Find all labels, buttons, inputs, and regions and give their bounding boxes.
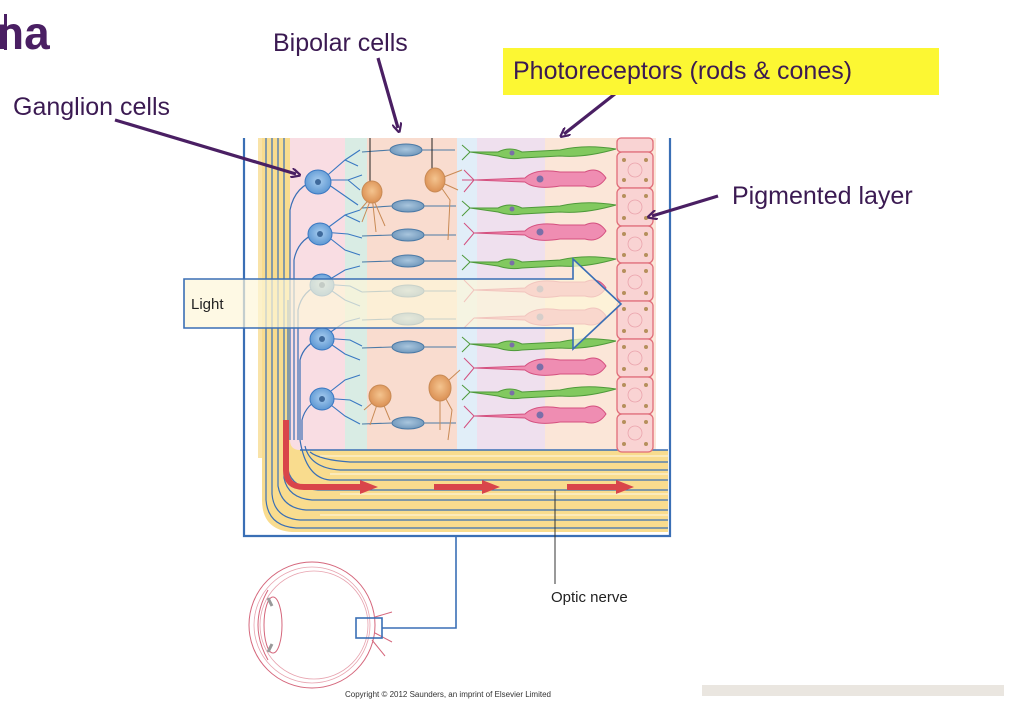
- diagram-frame: [242, 138, 672, 538]
- pigment-granules: [622, 158, 648, 446]
- light-arrow: [183, 257, 623, 351]
- eye-diagram: [248, 536, 457, 689]
- label-photoreceptors-highlight: Photoreceptors (rods & cones): [503, 48, 939, 95]
- title-edge: [4, 14, 7, 50]
- label-pigmented-layer: Pigmented layer: [732, 182, 913, 210]
- label-light: Light: [191, 296, 224, 313]
- label-optic-nerve: Optic nerve: [551, 589, 628, 606]
- slide-title: na: [0, 7, 50, 59]
- copyright-text: Copyright © 2012 Saunders, an imprint of…: [345, 690, 551, 699]
- label-photoreceptors: Photoreceptors (rods & cones): [513, 57, 853, 85]
- label-bipolar-cells: Bipolar cells: [273, 29, 408, 57]
- bottom-gray-bar: [702, 685, 1004, 696]
- nerve-fiber-layer: [262, 138, 668, 532]
- label-ganglion-cells: Ganglion cells: [13, 93, 171, 121]
- pigmented-layer-cells: [616, 137, 654, 453]
- photoreceptors: [461, 144, 617, 429]
